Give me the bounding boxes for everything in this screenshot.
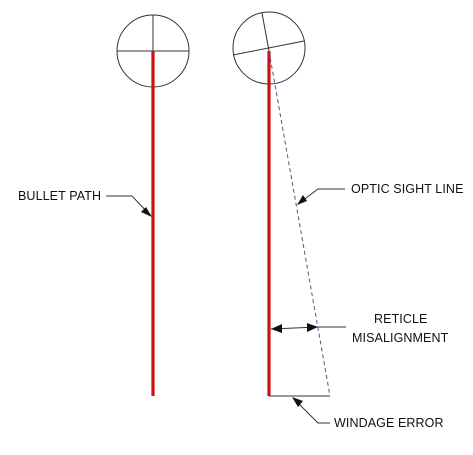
windage-error-leader-arrowhead <box>292 397 303 407</box>
bullet-path-label: BULLET PATH <box>18 189 101 203</box>
reticle-misalignment-right-arrowhead <box>307 323 318 332</box>
windage-error-leader <box>292 397 330 424</box>
windage-error-label: WINDAGE ERROR <box>334 416 444 430</box>
optic-sight-line-leader <box>297 188 345 205</box>
reticle-misalignment-dimension <box>270 323 346 333</box>
windage-error-leader-line <box>293 398 330 424</box>
right-reticle-vertical-crosshair <box>261 12 270 52</box>
optic-sight-line <box>268 50 331 397</box>
optic-sight-line-leader-arrowhead <box>297 195 307 205</box>
reticle-misalignment-left-arrowhead <box>271 324 282 333</box>
reticle-misalignment-label-line2: MISALIGNMENT <box>352 331 449 345</box>
bullet-path-leader <box>106 195 152 217</box>
bullet-path-leader-arrowhead <box>141 207 152 217</box>
optic-sight-line-label: OPTIC SIGHT LINE <box>351 182 464 196</box>
reticle-misalignment-label-line1: RETICLE <box>374 312 428 326</box>
